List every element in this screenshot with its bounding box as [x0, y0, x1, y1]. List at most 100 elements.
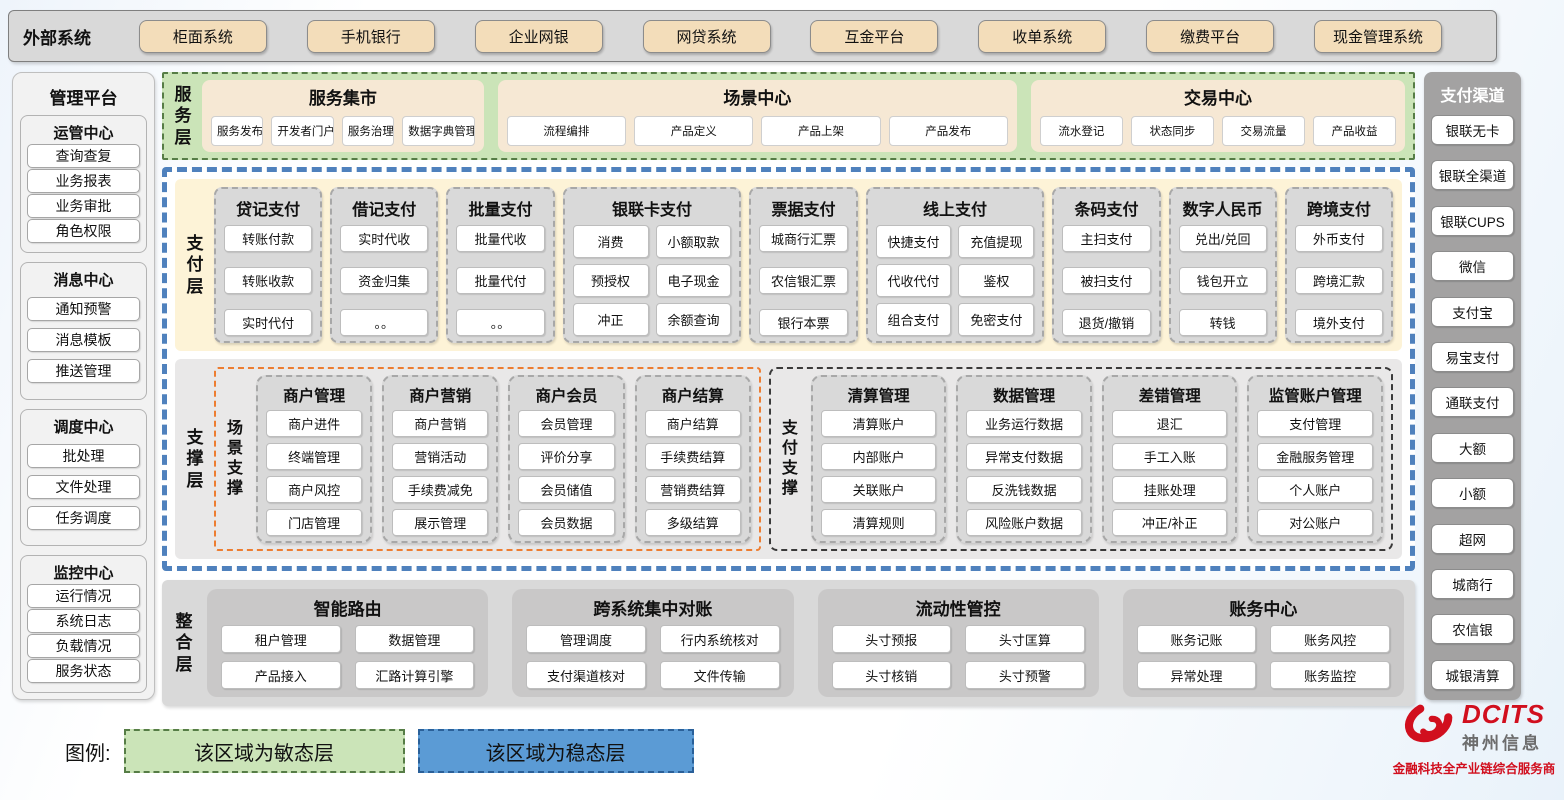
service-node: 流程编排	[506, 115, 627, 146]
panel-scenario-center: 场景中心 流程编排产品定义产品上架产品发布	[497, 80, 1017, 152]
logo-tagline: 金融科技全产业链综合服务商	[1392, 762, 1556, 776]
integration-node: 租户管理	[221, 625, 341, 653]
integration-panels: 智能路由 租户管理数据管理产品接入汇路计算引擎 跨系统集中对账 管理调度行内系统…	[207, 589, 1404, 697]
column-items: 清算账户内部账户关联账户清算规则	[820, 410, 937, 536]
payment-node: 组合支付	[875, 303, 952, 336]
group-title: 监控中心	[53, 565, 114, 583]
channel-node: 银联无卡	[1431, 115, 1514, 145]
external-system-node: 柜面系统	[138, 19, 267, 53]
group-title: 消息中心	[53, 271, 114, 289]
support-node: 风险账户数据	[966, 509, 1082, 536]
column-title: 商户结算	[661, 388, 724, 405]
service-node: 数据字典管理	[402, 115, 475, 146]
column-title: 线上支付	[922, 202, 987, 219]
support-node: 异常支付数据	[966, 443, 1082, 470]
management-node: 通知预警	[27, 296, 140, 321]
payment-node: 被扫支付	[1062, 267, 1151, 294]
support-column-data-management: 数据管理 业务运行数据异常支付数据反洗钱数据风险账户数据	[956, 375, 1092, 543]
payment-column-online-pay: 线上支付 快捷支付充值提现代收代付鉴权组合支付免密支付	[865, 187, 1045, 343]
support-node: 手工入账	[1111, 443, 1228, 470]
payment-node: 鉴权	[958, 264, 1035, 297]
panel-title: 服务集市	[308, 89, 377, 108]
management-node: 业务报表	[27, 168, 140, 193]
column-title: 差错管理	[1138, 388, 1201, 405]
service-panels: 服务集市 服务发布开发者门户服务治理数据字典管理 场景中心 流程编排产品定义产品…	[202, 80, 1405, 152]
support-node: 多级结算	[644, 509, 741, 536]
support-node: 退汇	[1111, 410, 1228, 437]
group-operations-center: 运管中心 查询查复业务报表业务审批角色权限	[20, 115, 147, 253]
integration-node: 文件传输	[659, 661, 780, 689]
payment-column-digital-rmb: 数字人民币 兑出/兑回钱包开立转钱	[1168, 187, 1277, 343]
payment-node: 钱包开立	[1178, 267, 1267, 294]
support-node: 商户结算	[644, 410, 741, 437]
support-column-regulatory-account-management: 监管账户管理 支付管理金融服务管理个人账户对公账户	[1247, 375, 1384, 543]
support-column-merchant-marketing: 商户营销 商户营销营销活动手续费减免展示管理	[382, 375, 499, 543]
external-systems-list: 柜面系统手机银行企业网银网贷系统互金平台收单系统缴费平台现金管理系统	[99, 19, 1482, 53]
payment-node: 转账付款	[224, 225, 313, 252]
column-items: 退汇手工入账挂账处理冲正/补正	[1111, 410, 1228, 536]
payment-node: 转账收款	[224, 267, 313, 294]
payment-node: 冲正	[572, 303, 649, 336]
panel-items: 账务记账账务风控异常处理账务监控	[1136, 625, 1390, 689]
payment-node: 主扫支付	[1062, 225, 1151, 252]
support-layer-label: 支撑层	[186, 428, 204, 490]
support-node: 营销费结算	[644, 476, 741, 503]
group-title: 运管中心	[53, 125, 114, 142]
group-title: 调度中心	[53, 418, 114, 436]
service-node: 服务治理	[341, 115, 395, 146]
channel-node: 超网	[1431, 523, 1514, 554]
payment-node: 实时代付	[224, 309, 313, 336]
service-node: 开发者门户	[271, 115, 334, 146]
panel-transaction-center: 交易中心 流水登记状态同步交易流量产品收益	[1030, 80, 1405, 152]
group-items: 查询查复业务报表业务审批角色权限	[27, 143, 140, 244]
support-node: 会员储值	[518, 476, 615, 503]
management-node: 任务调度	[27, 506, 140, 531]
support-column-clearing-management: 清算管理 清算账户内部账户关联账户清算规则	[810, 375, 947, 543]
panel-cross-system-reconciliation: 跨系统集中对账 管理调度行内系统核对支付渠道核对文件传输	[512, 589, 794, 697]
column-title: 跨境支付	[1306, 202, 1371, 219]
channel-node: 易宝支付	[1431, 342, 1514, 373]
support-node: 清算规则	[820, 509, 937, 536]
channel-node: 银联CUPS	[1431, 205, 1514, 236]
support-node: 商户风控	[266, 476, 363, 503]
group-items: 运行情况系统日志负载情况服务状态	[27, 583, 140, 684]
group-items: 通知预警消息模板推送管理	[27, 290, 140, 391]
column-title: 银联卡支付	[611, 202, 692, 219]
group-dispatch-center: 调度中心 批处理文件处理任务调度	[20, 408, 147, 547]
management-node: 负载情况	[27, 634, 140, 659]
management-node: 批处理	[27, 443, 140, 468]
payment-node: 外币支付	[1294, 225, 1383, 252]
payment-node: 跨境汇款	[1294, 267, 1383, 294]
payment-node: 。。	[456, 309, 545, 336]
payment-column-unionpay-card: 银联卡支付 消费小额取款预授权电子现金冲正余额查询	[562, 187, 742, 343]
panel-title: 账务中心	[1229, 600, 1298, 619]
payment-column-batch-pay: 批量支付 批量代收批量代付。。	[446, 187, 555, 343]
external-system-node: 互金平台	[810, 19, 939, 53]
external-systems-label: 外部系统	[23, 28, 91, 48]
panel-items: 头寸预报头寸匡算头寸核销头寸预警	[831, 625, 1085, 689]
service-layer: 服务层 服务集市 服务发布开发者门户服务治理数据字典管理 场景中心 流程编排产品…	[162, 72, 1415, 160]
logo-text: DCITS 神州信息	[1462, 701, 1545, 754]
payment-column-barcode-pay: 条码支付 主扫支付被扫支付退货/撤销	[1052, 187, 1161, 343]
payment-node: 电子现金	[655, 264, 732, 297]
dcits-swirl-icon	[1404, 704, 1453, 743]
support-node: 手续费结算	[644, 443, 741, 470]
group-monitoring-center: 监控中心 运行情况系统日志负载情况服务状态	[20, 555, 147, 693]
column-items: 主扫支付被扫支付退货/撤销	[1062, 225, 1151, 336]
support-node: 展示管理	[392, 509, 489, 536]
payment-node: 小额取款	[655, 225, 732, 258]
column-items: 支付管理金融服务管理个人账户对公账户	[1257, 410, 1374, 536]
panel-smart-routing: 智能路由 租户管理数据管理产品接入汇路计算引擎	[207, 589, 489, 697]
panel-items: 管理调度行内系统核对支付渠道核对文件传输	[526, 625, 780, 689]
payment-node: 代收代付	[875, 264, 952, 297]
management-platform-panel: 管理平台 运管中心 查询查复业务报表业务审批角色权限 消息中心 通知预警消息模板…	[12, 72, 155, 700]
integration-node: 账务监控	[1270, 661, 1390, 689]
service-node: 产品定义	[634, 115, 754, 146]
integration-layer: 整合层 智能路由 租户管理数据管理产品接入汇路计算引擎 跨系统集中对账 管理调度…	[162, 580, 1415, 706]
channel-node: 大额	[1431, 432, 1514, 463]
support-column-error-management: 差错管理 退汇手工入账挂账处理冲正/补正	[1101, 375, 1238, 543]
panel-title: 跨系统集中对账	[593, 600, 713, 619]
panel-items: 流水登记状态同步交易流量产品收益	[1039, 112, 1396, 149]
support-column-merchant-management: 商户管理 商户进件终端管理商户风控门店管理	[256, 375, 373, 543]
channel-node: 通联支付	[1431, 387, 1514, 418]
